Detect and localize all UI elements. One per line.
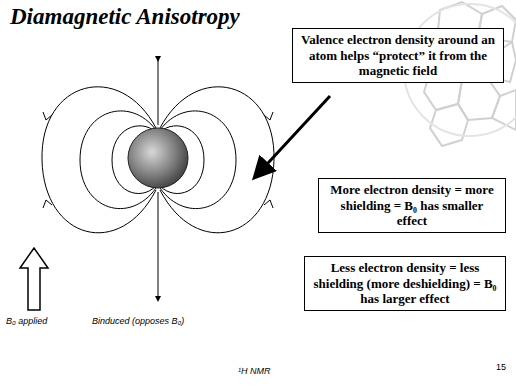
- atom-sphere: [128, 128, 188, 188]
- slide-title: Diamagnetic Anisotropy: [10, 4, 240, 30]
- field-label: Binduced (opposes B₀): [92, 316, 184, 326]
- box-text: More electron density = more shielding =…: [324, 182, 500, 229]
- callout-arrow: [256, 96, 330, 176]
- applied-field-arrow: [20, 248, 48, 310]
- page-number: 15: [496, 362, 506, 372]
- text-box: More electron density = more shielding =…: [318, 178, 506, 233]
- footer-text: ¹H NMR: [238, 366, 271, 376]
- text-box: Less electron density = less shielding (…: [304, 256, 506, 311]
- field-label: B₀ applied: [6, 316, 47, 326]
- box-text: Less electron density = less shielding (…: [310, 260, 500, 307]
- text-box: Valence electron density around an atom …: [292, 28, 504, 83]
- box-text: Valence electron density around an atom …: [298, 32, 498, 79]
- field-lines: [42, 60, 274, 300]
